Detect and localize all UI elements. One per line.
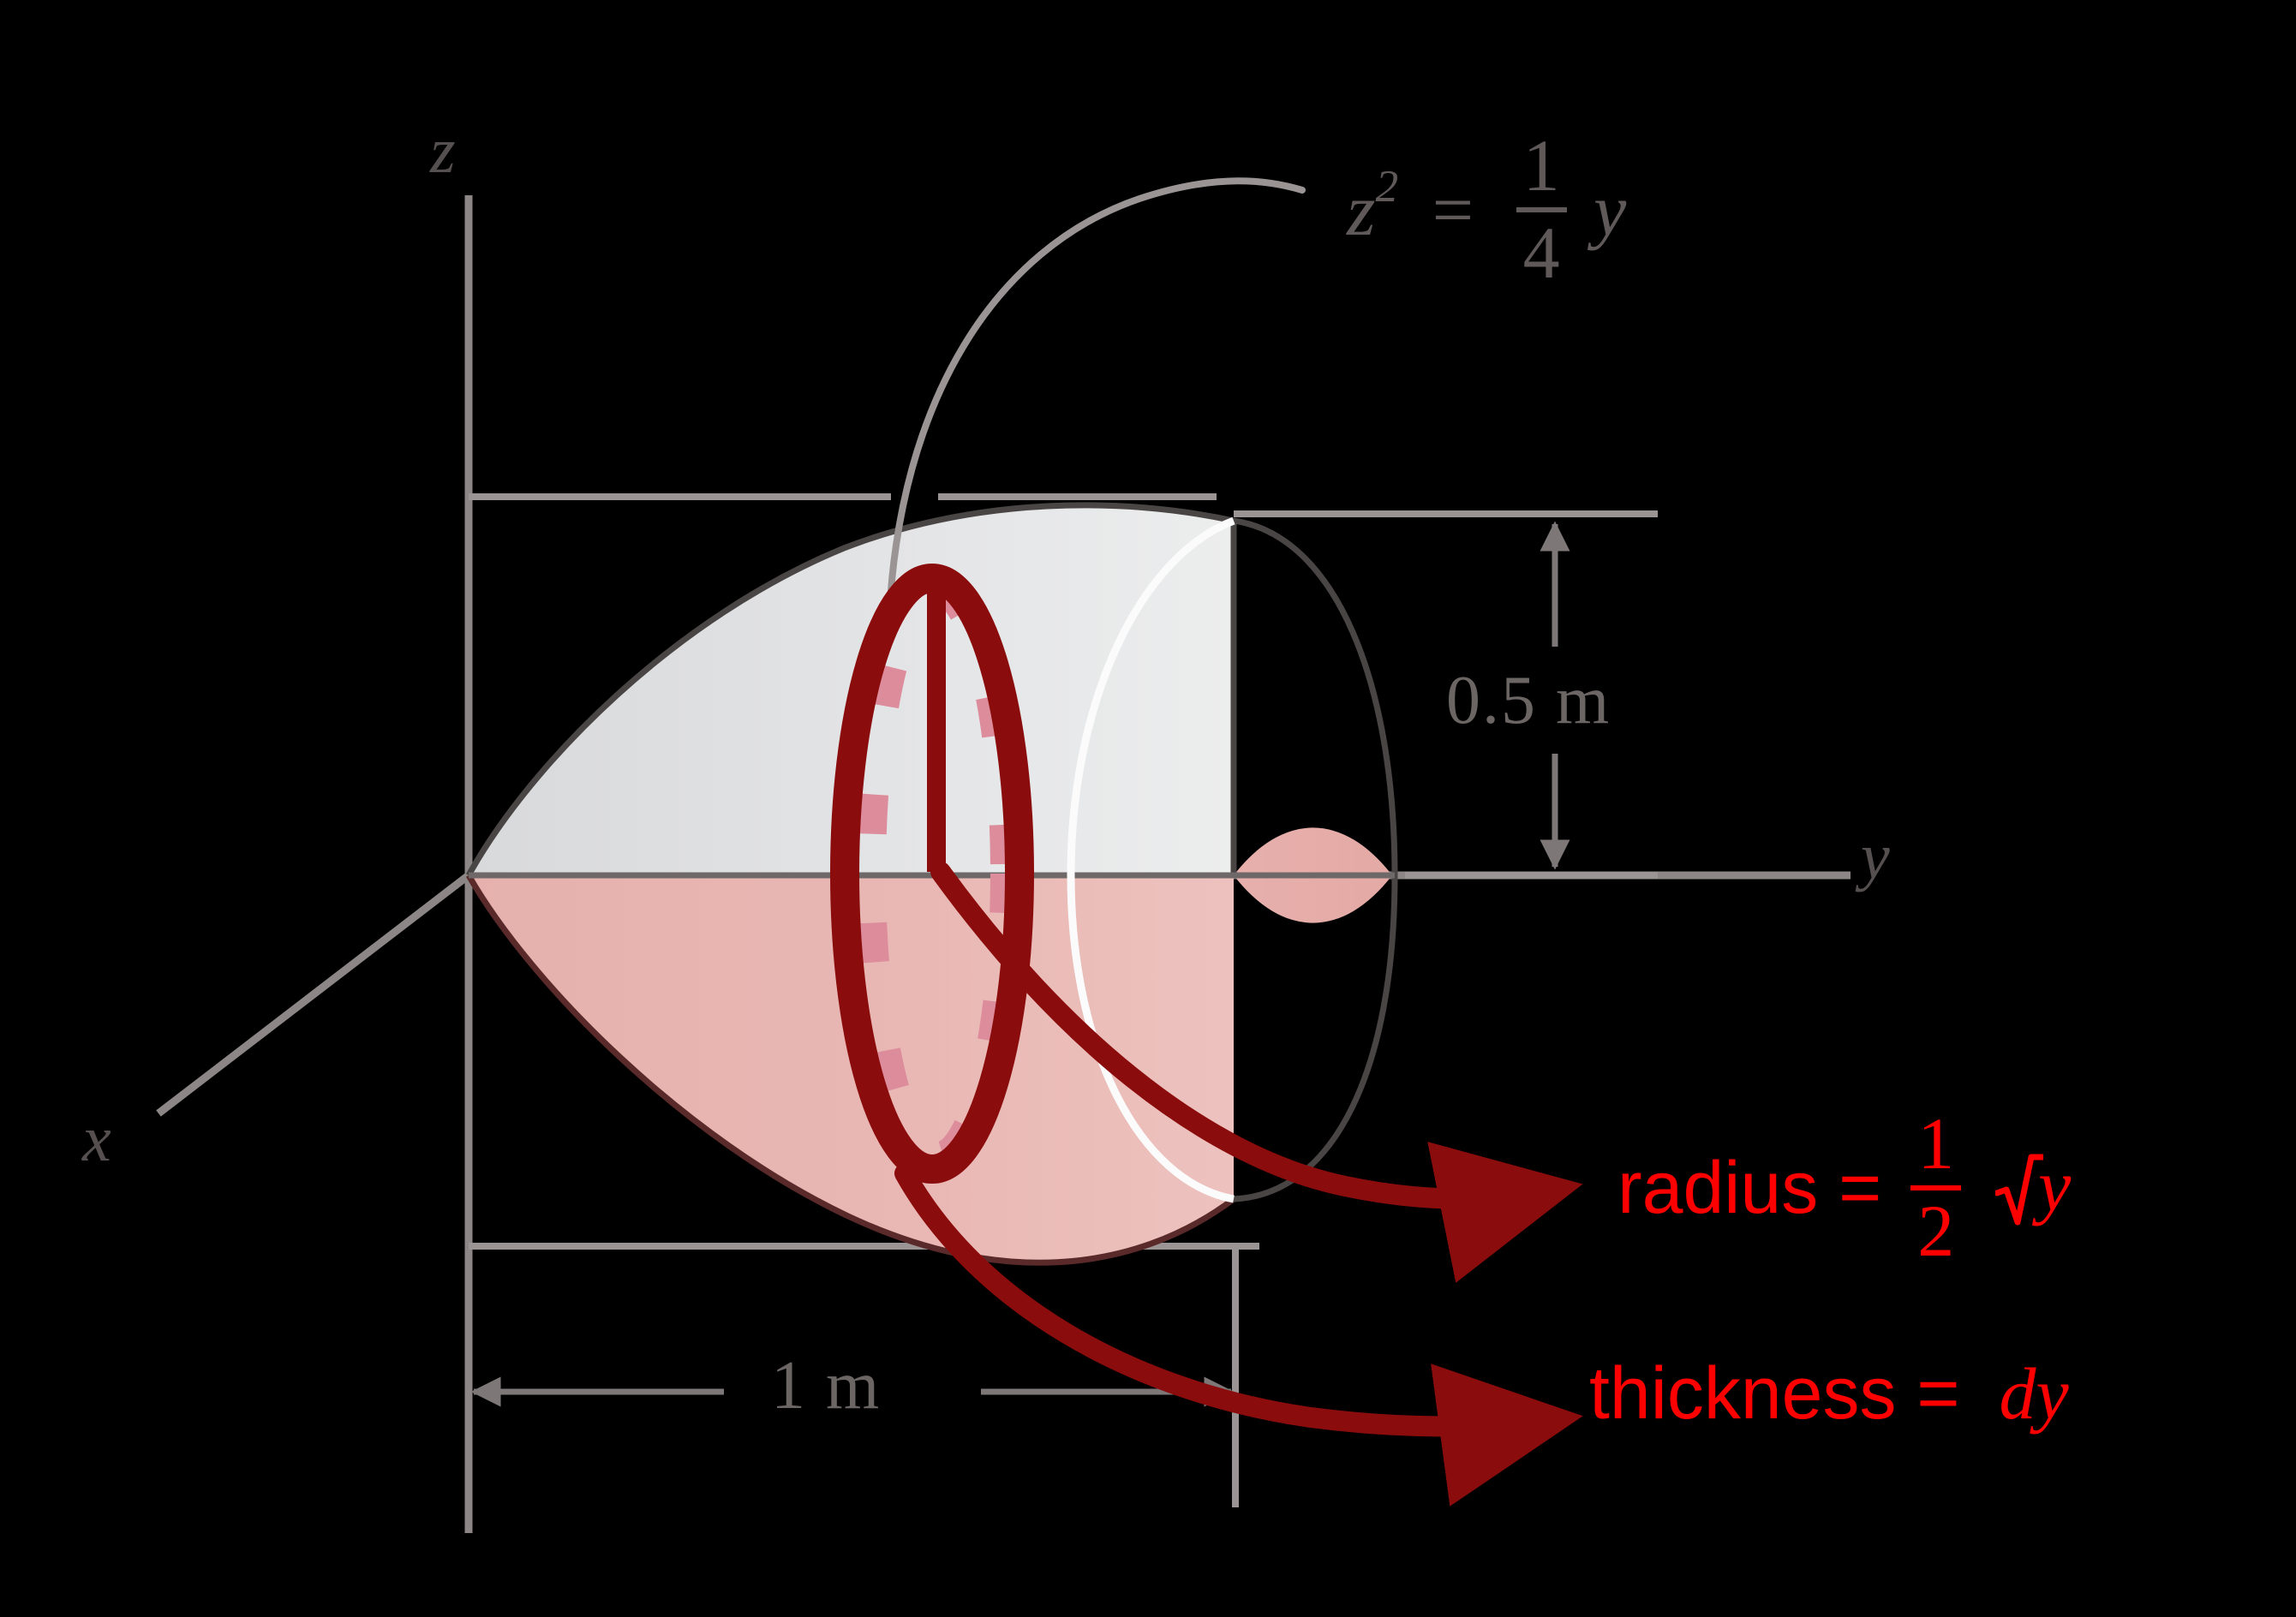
thickness-annotation-text: thickness = [1589,1352,1960,1435]
equation-fraction: 1 4 [1516,128,1567,290]
radius-denominator: 2 [1917,1189,1955,1272]
x-axis-label: x [82,1103,111,1175]
thickness-callout-arrow [894,1163,1583,1507]
sqrt-icon: y [1990,1149,2071,1227]
radius-callout-arrow [930,862,1583,1283]
equation-numerator: 1 [1522,124,1560,206]
disk-outline [830,564,1034,1184]
radius-numerator: 1 [1917,1102,1955,1184]
equation-equals-sign: = [1432,168,1474,251]
z-axis-label: z [430,115,456,187]
representative-disk [830,564,1034,1184]
equation-leader-curve [886,177,1306,620]
length-dimension-label: 1 m [771,1348,882,1423]
thickness-expression: dy [1999,1352,2069,1435]
equation-variable: y [1593,168,1627,251]
curve-equation-label: z2 = 1 4 y [1347,128,1626,290]
solid-cap-upper [1234,827,1392,875]
x-axis [156,872,471,1117]
radius-annotation: radius = 1 2 y [1617,1102,2071,1272]
equation-lhs-base: z [1347,168,1376,251]
radius-annotation-text: radius = [1617,1146,1882,1229]
thickness-annotation: thickness = dy [1589,1351,2069,1430]
height-dimension-label: 0.5 m [1446,663,1611,738]
equation-fraction-bar [1516,206,1567,212]
solid-lower-body [469,875,1234,1263]
radius-fraction-bar [1910,1184,1962,1190]
cutaway-interior-highlight [1067,516,1235,1203]
equation-lhs-exponent: 2 [1375,159,1399,212]
y-axis-label: y [1861,820,1890,892]
radius-fraction: 1 2 [1910,1102,1962,1272]
solid-upper-outline [465,502,1235,877]
solid-lower-outline [465,874,1236,1266]
callout-arrows-group [894,862,1583,1507]
equation-denominator: 4 [1522,211,1560,294]
radius-radicand: y [2038,1143,2072,1226]
solid-cap-lower [1234,875,1392,923]
